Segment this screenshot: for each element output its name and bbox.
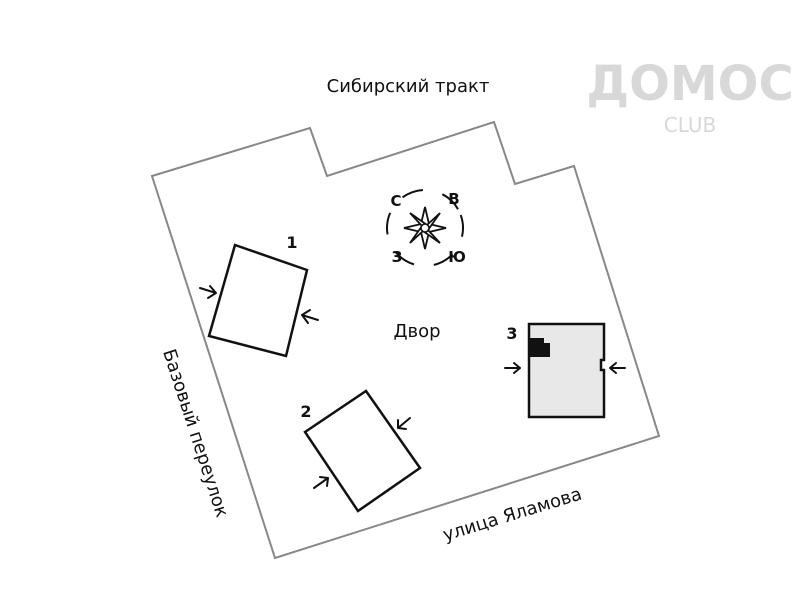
compass-south: Ю — [448, 248, 466, 266]
compass-north: С — [390, 192, 401, 210]
building-1[interactable] — [207, 243, 309, 358]
watermark-main: ДОМОС — [586, 56, 793, 112]
entrance-arrow-icon — [397, 417, 411, 430]
building-3[interactable] — [527, 322, 606, 419]
entrance-arrow-icon — [313, 476, 329, 489]
street-label-west: Базовый переулок — [158, 347, 232, 521]
entrance-arrow-icon — [199, 285, 217, 299]
yard-label: Двор — [393, 321, 440, 342]
compass-west: З — [392, 248, 403, 266]
plot-boundary — [150, 120, 661, 560]
watermark-sub: CLUB — [664, 113, 716, 137]
building-1-number: 1 — [286, 233, 297, 252]
building-2-number: 2 — [300, 402, 311, 421]
street-label-south: улица Яламова — [440, 484, 584, 546]
building-2[interactable] — [303, 389, 422, 513]
compass-rose-icon — [386, 189, 464, 267]
street-label-north: Сибирский тракт — [327, 76, 490, 97]
entrance-arrow-icon — [609, 362, 626, 374]
entrance-arrow-icon — [504, 362, 521, 374]
entrance-arrow-icon — [301, 309, 319, 324]
building-3-annex — [530, 338, 550, 357]
watermark-logo: ДОМОС CLUB — [586, 56, 793, 137]
compass-east: В — [448, 190, 459, 208]
building-3-number: 3 — [506, 324, 517, 343]
